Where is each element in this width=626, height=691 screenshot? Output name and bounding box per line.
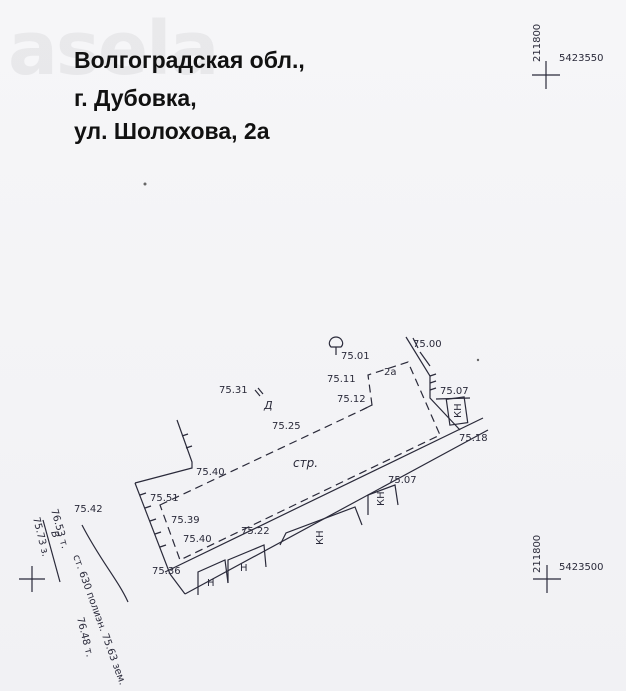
pipeline-label-top: 76.53 т. <box>48 508 70 550</box>
elevation-label: 75.18 <box>459 433 488 444</box>
grid-northing-top: 5423550 <box>559 53 604 64</box>
watermark-text: asela <box>8 6 219 92</box>
elevation-label: 75.01 <box>341 351 370 362</box>
elevation-label: 75.40 <box>196 467 225 478</box>
stray-dot <box>476 358 480 362</box>
d-mark-label: Д <box>263 399 273 412</box>
elevation-label: 75.11 <box>327 374 356 385</box>
address-line-city: г. Дубовка, <box>74 85 197 111</box>
stray-dot <box>143 182 147 186</box>
elevation-label: 75.25 <box>272 421 301 432</box>
grid-easting-top: 211800 <box>532 24 543 62</box>
kn-label: КН <box>453 403 464 418</box>
grid-cross-top-right <box>532 61 560 89</box>
elevation-label: 75.40 <box>183 534 212 545</box>
address-line-street: ул. Шолохова, 2а <box>74 118 270 144</box>
elevation-label: 75.36 <box>152 566 181 577</box>
elevation-label: 75.51 <box>150 493 179 504</box>
grid-cross-bottom-right <box>533 565 561 593</box>
kn-label: КН <box>315 530 326 545</box>
kn-label: КН <box>376 491 387 506</box>
road-edge-lines <box>164 417 489 595</box>
grid-northing-bottom: 5423500 <box>559 562 604 573</box>
elevation-label: 75.42 <box>74 504 103 515</box>
house-number-label: 2а <box>384 367 397 378</box>
elevation-label: 75.39 <box>171 515 200 526</box>
left-boundary <box>134 419 193 575</box>
elevation-label: 75.12 <box>337 394 366 405</box>
kn-box-fence <box>445 396 469 426</box>
annex-boxes <box>197 484 399 595</box>
address-line-region: Волгоградская обл., <box>74 47 305 73</box>
n-label: Н <box>240 563 248 574</box>
d-marker-ticks <box>254 387 264 397</box>
building-divider <box>361 404 373 411</box>
building-label: стр. <box>293 456 318 470</box>
b-mark-label: В <box>48 530 61 540</box>
grid-easting-bottom: 211800 <box>532 535 543 573</box>
pipeline-left-rule <box>42 519 61 583</box>
tree-icon <box>328 336 344 355</box>
pipeline-label-bottom: 76.48 т. <box>74 616 95 658</box>
n-label: Н <box>207 578 215 589</box>
elevation-label: 75.00 <box>413 339 442 350</box>
elevation-label: 75.31 <box>219 385 248 396</box>
grid-cross-left <box>19 566 45 592</box>
elevation-label: 75.07 <box>388 475 417 486</box>
elevation-label: 75.22 <box>241 526 270 537</box>
elevation-label: 75.07 <box>440 386 469 397</box>
pipeline-curve <box>81 524 129 603</box>
